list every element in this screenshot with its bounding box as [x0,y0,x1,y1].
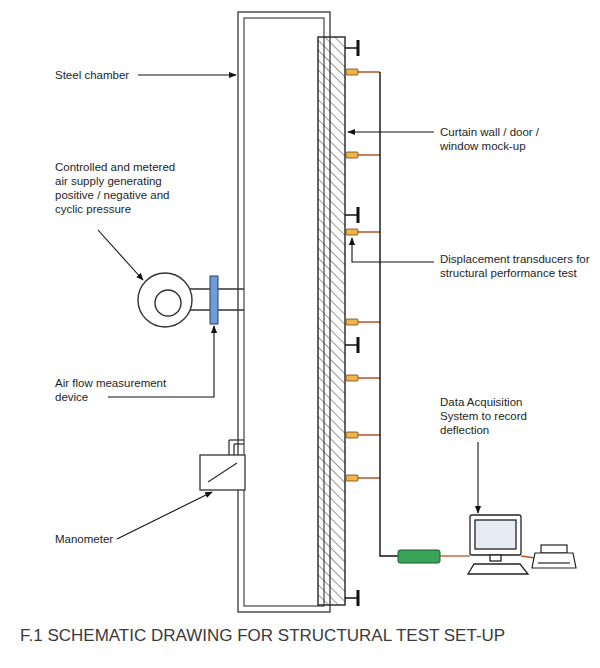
mock-up-panel [318,37,345,605]
leader-arrows [98,230,143,280]
support-stops [345,344,358,346]
mock-up-label: Curtain wall / door / window mock-up [440,125,580,153]
computer-icon [470,515,521,555]
leader-arrows [138,74,236,75]
support-stops [357,590,360,606]
support-stops [345,214,358,216]
steel-chamber [238,12,330,612]
support-stops [357,207,360,223]
manometer-label: Manometer [55,532,155,546]
printer-icon [538,562,570,563]
manometer-symbol [229,439,244,440]
displacement-transducers [346,69,358,75]
computer-icon [490,555,501,561]
transducer-wires [358,72,380,478]
manometer-symbol [234,443,244,444]
transducer-wires [358,377,380,379]
support-stops [357,40,360,56]
displacement-transducers [346,319,358,325]
leader-arrows [348,131,434,132]
computer-icon [468,515,528,574]
printer-icon [532,545,576,568]
transducer-wires [358,154,380,156]
support-stops [357,337,360,353]
support-stops [345,40,358,606]
manometer-symbol [228,440,229,455]
leader-arrows [352,238,434,262]
displacement-transducers [346,432,358,438]
printer-icon [541,545,567,553]
transducer-wires [358,231,380,233]
printer-icon [532,553,576,568]
steel-chamber [244,18,324,606]
displacement-transducers [346,152,358,158]
transducer-wires [358,434,380,436]
leader-arrows [117,492,212,539]
leader-arrows [477,442,478,513]
fan-blower [155,290,181,316]
daq-cable [521,556,535,558]
manometer-symbol [200,455,245,490]
daq-unit [398,550,440,563]
manometer-symbol [233,444,234,455]
transducer-wires [358,71,380,73]
figure-caption: F.1 SCHEMATIC DRAWING FOR STRUCTURAL TES… [20,626,505,646]
transducer-wires [358,321,380,323]
daq-cable [440,555,470,556]
flow-device-label: Air flow measurement device [55,376,180,404]
manometer-symbol [208,463,237,482]
air-supply-label: Controlled and metered air supply genera… [55,160,190,216]
signal-cable [380,72,398,556]
displacement-transducers [346,69,358,481]
signal-cable [380,72,398,556]
support-stops [345,597,358,599]
steel-chamber [238,12,330,612]
transducer-wires [358,477,380,479]
fan-blower [138,273,192,327]
manometer-symbol [200,440,245,490]
displacement-transducers [346,475,358,481]
air-flow-device [210,276,218,324]
daq-cable [440,556,535,558]
computer-icon [475,520,516,549]
transducer-label: Displacement transducers for structural … [440,252,592,280]
displacement-transducers [346,375,358,381]
leader-arrows [98,75,478,539]
chamber-label: Steel chamber [55,68,175,82]
displacement-transducers [346,229,358,235]
fan-blower [138,273,192,327]
daq-label: Data Acquisition System to record deflec… [440,395,550,437]
support-stops [345,47,358,49]
computer-icon [468,564,528,574]
